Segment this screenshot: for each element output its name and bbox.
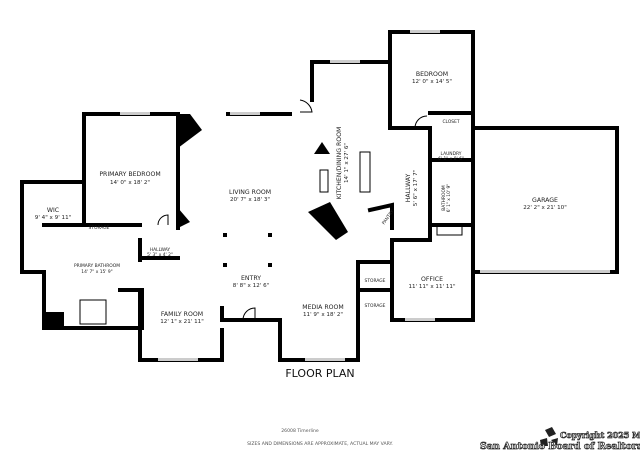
- room-dims-living-room: 20' 7" x 18' 3": [230, 197, 270, 203]
- room-dims-laundry: 6' 1" x 8' 6": [438, 156, 464, 162]
- room-label-closet: CLOSET: [442, 119, 459, 125]
- watermark-board: San Antonio Board of Realtors®: [480, 441, 640, 452]
- room-label-storage: STORAGE: [89, 225, 110, 231]
- floor-plan-title: FLOOR PLAN: [285, 367, 354, 380]
- disclaimer: SIZES AND DIMENSIONS ARE APPROXIMATE, AC…: [247, 441, 393, 447]
- room-label-garage: GARAGE: [532, 197, 558, 204]
- room-label-office: OFFICE: [421, 276, 443, 283]
- room-label-hallway-small: HALLWAY: [150, 247, 171, 253]
- room-label-hallway: HALLWAY: [405, 174, 412, 203]
- room-dims-garage: 22' 2" x 21' 10": [523, 205, 567, 211]
- room-dims-hallway-small: 5' 3" x 4' 2": [147, 252, 173, 258]
- room-label-entry: ENTRY: [241, 275, 261, 282]
- room-label-bedroom: BEDROOM: [416, 71, 448, 78]
- fixtures: [44, 30, 610, 361]
- room-label-primary-bathroom: PRIMARY BATHROOM: [74, 263, 120, 269]
- watermark-logo: Copyright 2025 Matterport San Antonio Bo…: [480, 427, 640, 452]
- room-dims-primary-bathroom: 14' 7" x 15' 9": [81, 269, 112, 275]
- room-dims-bathroom: 6' 1" x 10' 9": [446, 184, 452, 213]
- room-dims-media-room: 11' 9" x 18' 2": [303, 312, 343, 318]
- room-dims-primary-bedroom: 14' 0" x 18' 2": [110, 180, 150, 186]
- room-label-storage-2: STORAGE: [365, 303, 386, 309]
- room-dims-family-room: 12' 1" x 21' 11": [160, 319, 204, 325]
- room-label-laundry: LAUNDRY: [441, 151, 462, 157]
- room-dims-office: 11' 11" x 11' 11": [408, 284, 456, 290]
- room-label-living-room: LIVING ROOM: [229, 189, 271, 196]
- room-dims-entry: 8' 8" x 12' 6": [233, 283, 270, 289]
- room-dims-hallway: 5' 6" x 17' 7": [413, 169, 419, 206]
- room-label-primary-bedroom: PRIMARY BEDROOM: [99, 171, 160, 178]
- room-dims-wic: 9' 4" x 9' 11": [35, 215, 72, 221]
- room-label-media-room: MEDIA ROOM: [302, 304, 343, 311]
- address: 26008 Timerline: [281, 428, 319, 434]
- room-label-kitchen-dining: KITCHEN/DINING ROOM: [336, 127, 343, 200]
- watermark-copyright: Copyright 2025 Matterport: [560, 430, 640, 440]
- room-dims-bedroom: 12' 0" x 14' 5": [412, 79, 452, 85]
- room-label-storage-1: STORAGE: [365, 278, 386, 284]
- room-label-bathroom: BATHROOM: [441, 185, 447, 211]
- room-dims-kitchen-dining: 14' 1" x 27' 6": [344, 143, 350, 183]
- room-label-family-room: FAMILY ROOM: [161, 311, 203, 318]
- room-label-wic: WIC: [47, 207, 59, 214]
